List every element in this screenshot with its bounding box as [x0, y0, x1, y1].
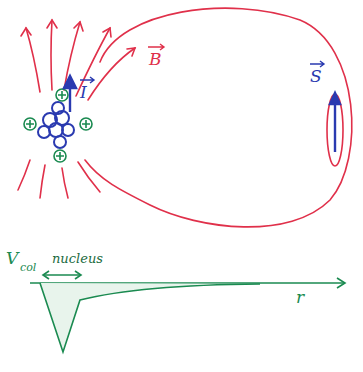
spin-label: S	[310, 68, 322, 85]
potential-label: V	[6, 250, 18, 267]
axis-label: r	[296, 289, 304, 306]
field-lines	[18, 8, 352, 227]
nucleus-label: nucleus	[52, 252, 103, 265]
field-label: B	[149, 51, 162, 68]
field-loop	[85, 8, 352, 227]
subscript-label: col	[20, 262, 36, 273]
loop-ellipse	[327, 94, 343, 166]
moment-label: I	[80, 84, 87, 101]
vector-arrows	[80, 44, 324, 83]
spin-arrow	[64, 76, 340, 152]
potential-graph	[30, 271, 345, 352]
nucleus	[38, 102, 74, 148]
